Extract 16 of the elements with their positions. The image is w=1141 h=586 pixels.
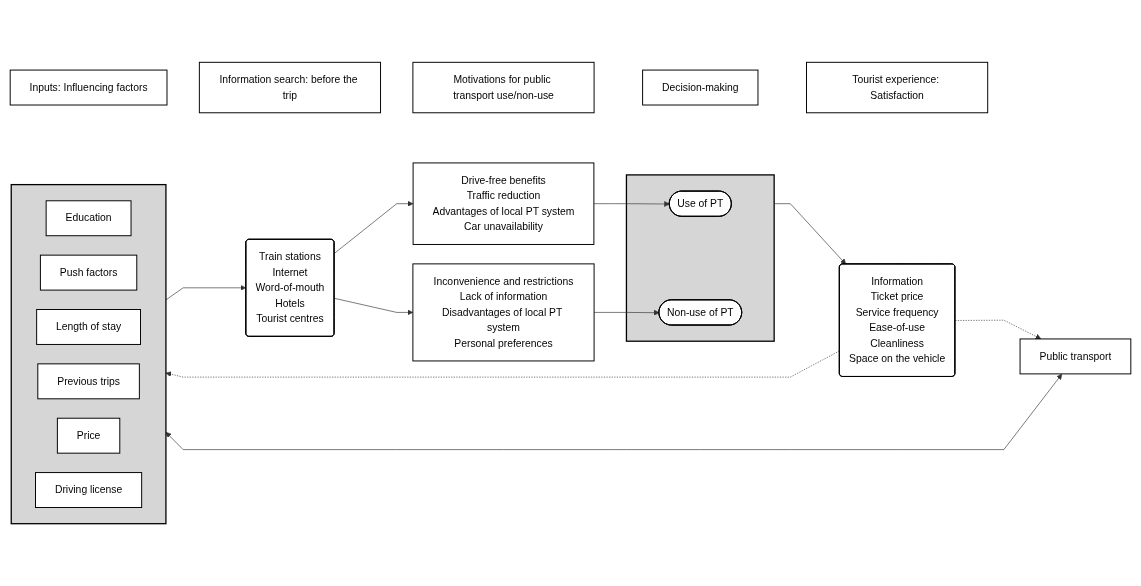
cluster [625, 174, 775, 342]
node-box: Inputs: Influencing factors [9, 69, 168, 106]
node-box: Push factors [39, 254, 138, 291]
node-box: Decision-making [642, 69, 759, 106]
node-box: Information search: before the trip [198, 61, 382, 114]
node-box: Length of stay [36, 309, 141, 345]
node-box: Drive-free benefits Traffic reduction Advantages of local PT system Car unavailability [412, 162, 595, 245]
cluster [10, 183, 167, 525]
node-box: Driving license [35, 472, 143, 508]
node-box: Price [56, 417, 121, 454]
node-box: Education [45, 200, 132, 237]
node-box: Public transport [1019, 338, 1132, 375]
node-box: Previous trips [37, 363, 140, 400]
node-box: Motivations for public transport use/non-use [412, 61, 595, 114]
node-box: Inconvenience and restrictions Lack of information Disadvantages of local PT system Personal preferences [412, 263, 595, 362]
node-box: Tourist experience: Satisfaction [806, 61, 989, 114]
